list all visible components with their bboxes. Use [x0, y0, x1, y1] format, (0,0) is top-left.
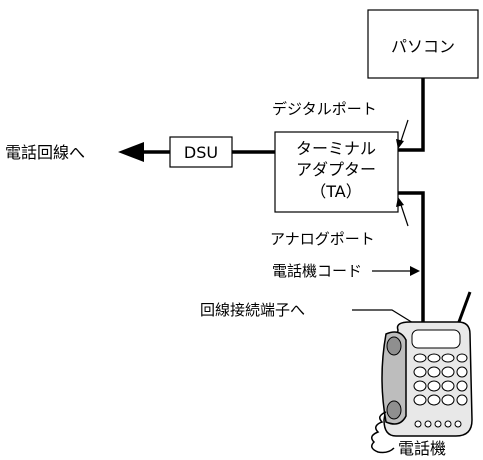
ta-to-phone-cable	[398, 191, 425, 330]
ta-label-line2: アダプター	[296, 160, 376, 179]
analog-port-pointer-head	[396, 197, 404, 207]
analog-port-label: アナログポート	[270, 230, 375, 248]
pc-label: パソコン	[391, 37, 455, 56]
to-jack-pointer	[352, 309, 419, 327]
ta-label-line1: ターミナル	[296, 139, 376, 158]
dsu-node: DSU	[169, 136, 233, 168]
phone-cord-pointer-head	[410, 266, 420, 276]
cordless-telephone-icon	[371, 291, 473, 454]
to-line-label: 電話回線へ	[5, 143, 85, 162]
digital-port-pointer-head	[396, 139, 404, 149]
to-jack-label: 回線接続端子へ	[200, 301, 305, 319]
analog-port-pointer	[399, 201, 409, 227]
pc-to-ta-cable	[398, 78, 425, 152]
to-line-arrowhead	[118, 142, 144, 162]
phone-label: 電話機	[398, 439, 446, 458]
digital-port-pointer	[399, 119, 409, 145]
ta-node: ターミナル アダプター （TA）	[274, 131, 399, 213]
dsu-label: DSU	[184, 143, 218, 162]
digital-port-label: デジタルポート	[272, 100, 377, 118]
phone-cord-label: 電話機コード	[272, 262, 362, 280]
ta-label-line3: （TA）	[310, 182, 361, 201]
pc-node: パソコン	[367, 9, 479, 79]
